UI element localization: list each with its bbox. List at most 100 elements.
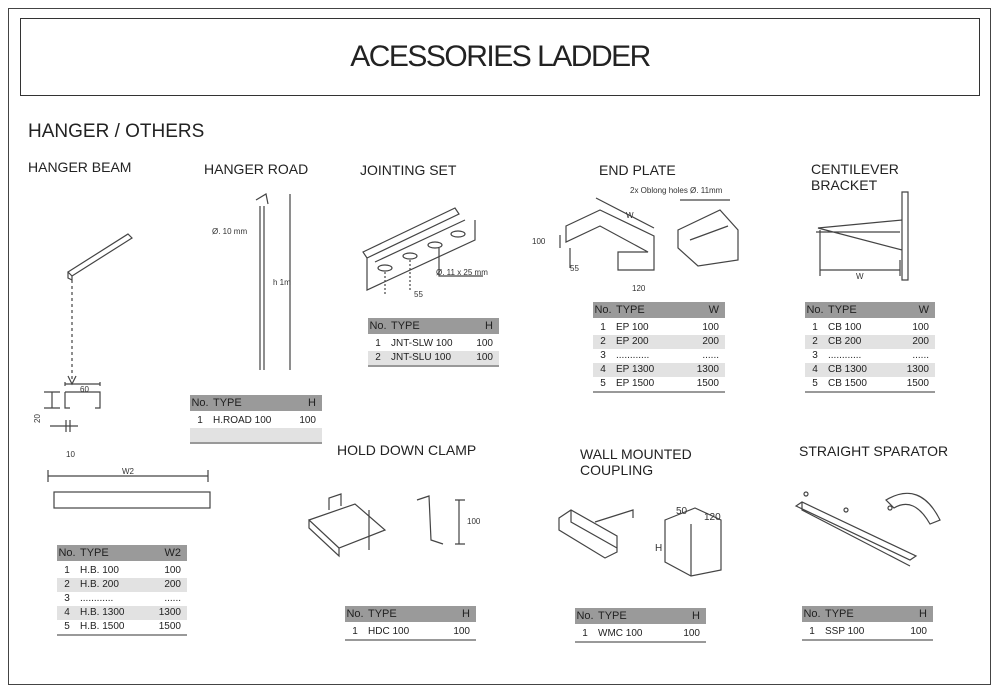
cell-no: 2: [375, 352, 381, 363]
cell-type: ............: [616, 350, 650, 361]
hold-down-clamp-illustration: [307, 493, 465, 558]
table-row: 1 JNT-SLW 100 100: [368, 337, 499, 351]
cell-type: ............: [828, 350, 862, 361]
dim-height: 100: [532, 237, 546, 246]
cell-value: W: [708, 304, 719, 316]
hanger-beam-section-drawing: [44, 280, 211, 509]
cantilever-bracket-illustration: [816, 191, 909, 281]
heading-cantilever-bracket: CENTILEVER BRACKET: [811, 161, 899, 193]
hanger-road-illustration: [255, 193, 291, 370]
cell-type: JNT-SLW 100: [391, 338, 453, 349]
cell-value: W: [918, 304, 929, 316]
cell-no: No.: [803, 608, 821, 620]
cell-type: [210, 428, 286, 442]
cell-no: 3: [600, 350, 606, 361]
heading-straight-separator: STRAIGHT SPARATOR: [799, 443, 949, 459]
cell-type: SSP 100: [825, 626, 865, 637]
cell-value: H: [462, 608, 470, 620]
heading-hanger-beam: HANGER BEAM: [28, 159, 132, 175]
table-row: 3..................: [805, 349, 935, 363]
cell-value: ......: [912, 350, 929, 361]
cell-no: No.: [806, 304, 824, 316]
cell-value: 1500: [906, 378, 929, 389]
cell-type: EP 1300: [616, 364, 655, 375]
cell-type: EP 1500: [616, 378, 655, 389]
dim-diameter: Ø. 10 mm: [212, 227, 248, 236]
cell-no: 5: [812, 378, 818, 389]
heading-wall-mounted-coupling: WALL MOUNTED COUPLING: [580, 446, 692, 478]
cell-value: 200: [702, 336, 719, 347]
table-header: No. TYPE W: [805, 302, 935, 318]
dim-pitch: 55: [570, 264, 579, 273]
cell-type: H.B. 100: [80, 565, 119, 576]
cell-value: W2: [164, 547, 182, 559]
cell-type: JNT-SLU 100: [391, 352, 452, 363]
cell-value: H: [692, 610, 700, 622]
cell-type: CB 200: [828, 336, 862, 347]
title-box: ACESSORIES LADDER: [20, 18, 980, 96]
dim-height: 100: [467, 517, 481, 526]
page-title: ACESSORIES LADDER: [350, 40, 651, 73]
cell-value: 200: [164, 579, 181, 590]
cell-type: TYPE: [828, 304, 857, 316]
cell-no: 1: [352, 626, 358, 637]
cell-no: 4: [600, 364, 606, 375]
cell-value: 100: [299, 415, 316, 426]
cell-value: 1300: [696, 364, 719, 375]
cell-type: TYPE: [368, 608, 397, 620]
cell-type: TYPE: [616, 304, 645, 316]
wall-mounted-coupling-illustration: [558, 507, 722, 577]
cell-no: 5: [600, 378, 606, 389]
cell-value: 100: [476, 338, 493, 349]
table-row: 3..................: [593, 349, 725, 363]
cell-no: 3: [64, 593, 70, 604]
cell-type: TYPE: [825, 608, 854, 620]
cell-type: H.B. 1500: [80, 621, 125, 632]
cell-no: 3: [812, 350, 818, 361]
table-header: No. TYPE W: [593, 302, 725, 318]
cell-value: H: [919, 608, 927, 620]
cell-no: 2: [64, 579, 70, 590]
cell-value: 1500: [696, 378, 719, 389]
cell-no: 2: [812, 336, 818, 347]
cell-value: 1300: [906, 364, 929, 375]
cell-type: TYPE: [391, 320, 420, 332]
dim-lip: 10: [66, 450, 75, 459]
cell-no: No.: [594, 304, 612, 316]
table-row: [190, 428, 322, 442]
table-row: 3..................: [57, 592, 187, 606]
cell-type: TYPE: [598, 610, 627, 622]
cell-no: 1: [375, 338, 381, 349]
cell-value: 1500: [158, 621, 181, 632]
cell-no: 2: [600, 336, 606, 347]
cell-type: ............: [80, 593, 114, 604]
cell-no: [190, 428, 210, 442]
page-frame: [8, 8, 991, 685]
straight-separator-illustration: [794, 491, 941, 567]
cell-value: 100: [453, 626, 470, 637]
section-title: HANGER / OTHERS: [28, 121, 205, 142]
dim-pitch: 55: [414, 290, 423, 299]
cell-no: No.: [191, 397, 209, 409]
